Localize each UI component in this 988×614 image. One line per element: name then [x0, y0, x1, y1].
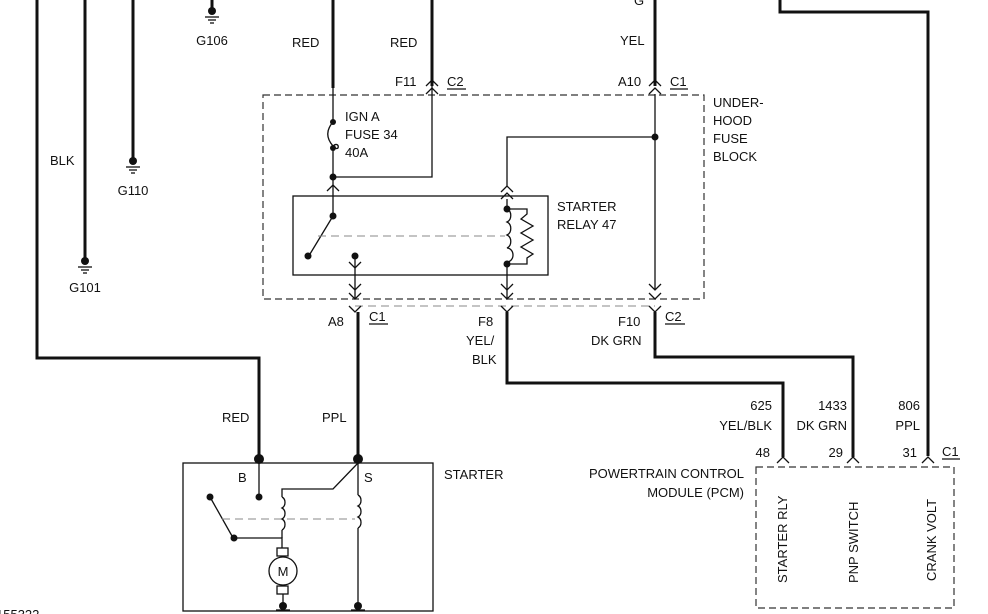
wire-ppl-crank-volt — [778, 0, 930, 456]
connector-a8-c1 — [348, 283, 362, 300]
starter-box — [182, 462, 434, 612]
pcm-label-1: POWERTRAIN CONTROL — [589, 466, 744, 481]
wire-label-red-top-right: RED — [390, 35, 417, 50]
pcm-circuit-625: 625 — [750, 398, 772, 413]
pcm-outline — [755, 466, 955, 609]
relay-terminal-arrow-coil-top — [500, 185, 514, 200]
fuse-label-2: FUSE 34 — [345, 127, 398, 142]
pcm-function-crank-volt: CRANK VOLT — [924, 499, 939, 581]
connector-label-c1-top: C1 — [670, 74, 687, 89]
starter-internals — [206, 462, 362, 611]
wire-yel-blk-f8-to-pcm — [505, 312, 785, 457]
starter-relay-box — [292, 195, 549, 276]
pcm-color-1433: DK GRN — [796, 418, 847, 433]
pcm-pin-31: 31 — [903, 445, 917, 460]
ground-label-g101: G101 — [69, 280, 101, 295]
relay-label-2: RELAY 47 — [557, 217, 617, 232]
starter-terminal-b: B — [238, 470, 247, 485]
wire-label-yel-blk-2: BLK — [472, 352, 497, 367]
ground-symbol-g106 — [205, 7, 219, 24]
connector-label-f8: F8 — [478, 314, 493, 329]
ground-label-g110: G110 — [118, 183, 149, 198]
pcm-label-2: MODULE (PCM) — [647, 485, 744, 500]
relay-coil-icon — [503, 199, 535, 298]
connector-label-f11: F11 — [395, 74, 416, 89]
connector-label-c1-bottom: C1 — [369, 309, 386, 324]
ground-label-g106: G106 — [196, 33, 228, 48]
wire-a10-to-relay-coil — [506, 136, 655, 186]
wire-red-battery-to-starter — [35, 0, 261, 458]
connector-label-f10: F10 — [618, 314, 640, 329]
fuse-label-3: 40A — [345, 145, 368, 160]
connector-label-pcm-c1: C1 — [942, 444, 959, 459]
starter-motor-label: M — [278, 564, 289, 579]
fuse-block-label-3: FUSE — [713, 131, 748, 146]
starter-motor-icon — [268, 556, 298, 586]
connector-label-c2-top: C2 — [447, 74, 464, 89]
ground-symbol-g101 — [78, 257, 92, 274]
pcm-pin-48: 48 — [756, 445, 770, 460]
fuse-label-1: IGN A — [345, 109, 380, 124]
pcm-function-pnp-switch: PNP SWITCH — [846, 502, 861, 583]
pcm-color-806: PPL — [895, 418, 920, 433]
wire-label-blk: BLK — [50, 153, 75, 168]
wire-label-dk-grn: DK GRN — [591, 333, 642, 348]
ground-wires: G106 G110 G101 BLK — [50, 0, 228, 295]
connector-f10-c2 — [648, 283, 662, 300]
connector-f8 — [500, 283, 514, 300]
wire-label-red-top-left: RED — [292, 35, 319, 50]
pcm-pin-29: 29 — [829, 445, 843, 460]
wire-dk-grn-f10-to-pcm — [653, 312, 855, 457]
starter-ground-icons — [276, 602, 365, 611]
underhood-fuse-block-outline — [262, 94, 705, 300]
wire-label-red-starter: RED — [222, 410, 249, 425]
wire-label-yel-blk-1: YEL/ — [466, 333, 495, 348]
connector-label-a10: A10 — [618, 74, 641, 89]
connector-a10-c1 — [648, 79, 662, 95]
figure-id: 155322 — [0, 607, 39, 614]
pcm-color-625: YEL/BLK — [719, 418, 772, 433]
fuse-block-label-4: BLOCK — [713, 149, 757, 164]
connector-label-a8: A8 — [328, 314, 344, 329]
connector-fragment-top: G — [634, 0, 644, 8]
wire-label-yel: YEL — [620, 33, 645, 48]
fuse-element-icon — [327, 121, 339, 150]
starter-label: STARTER — [444, 467, 503, 482]
pcm-function-starter-rly: STARTER RLY — [775, 495, 790, 583]
starter-terminal-s: S — [364, 470, 373, 485]
relay-label-1: STARTER — [557, 199, 616, 214]
connector-label-c2-bottom: C2 — [665, 309, 682, 324]
fuse-block-label-1: UNDER- — [713, 95, 764, 110]
wire-label-ppl-starter: PPL — [322, 410, 347, 425]
ground-symbol-g110 — [126, 157, 140, 174]
connector-f11-c2 — [425, 79, 439, 100]
wire-f11-to-relay — [333, 100, 433, 178]
relay-switch-contact — [304, 197, 362, 298]
pcm-circuit-806: 806 — [898, 398, 920, 413]
fuse-block-label-2: HOOD — [713, 113, 752, 128]
pcm-circuit-1433: 1433 — [818, 398, 847, 413]
